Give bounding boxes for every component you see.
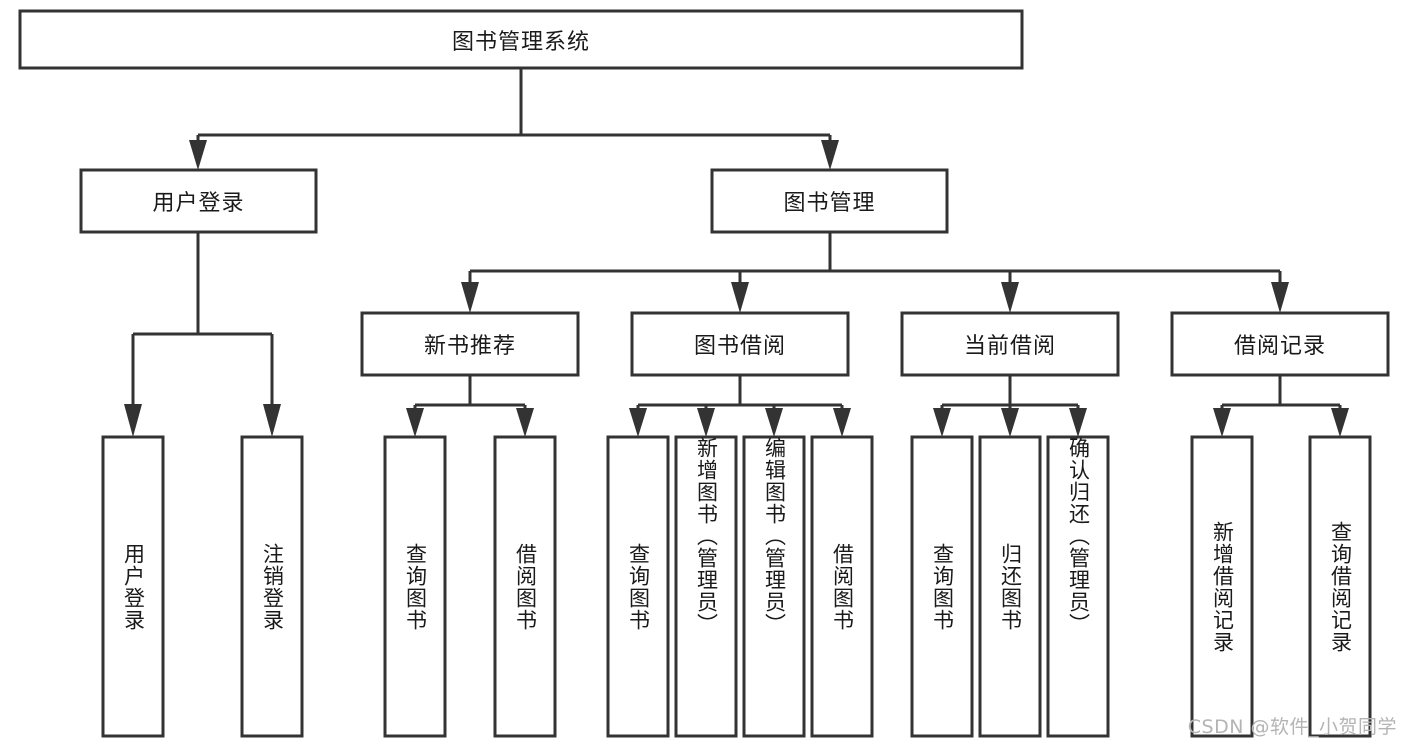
arrow-to-leaf-edit-book: [765, 408, 783, 437]
node-box-user-login[interactable]: [79, 168, 318, 234]
arrow-to-leaf-add-record: [1213, 408, 1231, 437]
arrow-to-leaf-add-book: [697, 408, 715, 437]
arrow-to-new-book-recommend: [461, 282, 479, 313]
arrow-to-user-login: [189, 140, 207, 170]
node-box-leaf-user-login[interactable]: [101, 435, 165, 738]
node-box-leaf-query-record[interactable]: [1308, 435, 1372, 738]
arrow-to-leaf-borrow-book-1: [516, 408, 534, 437]
arrow-to-borrow-record: [1271, 282, 1289, 313]
node-box-leaf-add-record[interactable]: [1190, 435, 1254, 738]
arrow-to-leaf-query-book-1: [406, 408, 424, 437]
arrow-to-leaf-user-login: [124, 404, 142, 437]
arrow-to-book-manage: [821, 140, 839, 170]
connector-group-user-login: [124, 232, 281, 437]
arrow-to-leaf-user-logout: [263, 404, 281, 437]
connector-group-book-borrow: [629, 375, 851, 437]
arrow-to-current-borrow: [1001, 282, 1019, 313]
connector-group-new-book-recommend: [406, 375, 534, 437]
node-box-leaf-user-logout[interactable]: [240, 435, 304, 738]
node-box-book-manage[interactable]: [710, 168, 949, 234]
arrow-to-leaf-return-book: [1001, 408, 1019, 437]
node-box-borrow-record[interactable]: [1170, 311, 1390, 377]
arrow-to-leaf-confirm-return: [1069, 408, 1087, 437]
arrow-to-leaf-query-book-2: [629, 408, 647, 437]
node-box-leaf-return-book[interactable]: [978, 435, 1042, 738]
node-box-leaf-query-book-3[interactable]: [910, 435, 974, 738]
node-box-leaf-query-book-1[interactable]: [383, 435, 447, 738]
arrow-to-leaf-borrow-book-2: [833, 408, 851, 437]
node-box-leaf-edit-book[interactable]: [742, 435, 806, 738]
node-box-leaf-borrow-book-1[interactable]: [493, 435, 557, 738]
connector-group-current-borrow: [933, 375, 1087, 437]
connector-group-borrow-record: [1213, 375, 1349, 437]
node-box-book-borrow[interactable]: [630, 311, 850, 377]
node-box-current-borrow[interactable]: [900, 311, 1120, 377]
connector-group-root: [189, 68, 839, 170]
arrow-to-leaf-query-record: [1331, 408, 1349, 437]
arrow-to-book-borrow: [731, 282, 749, 313]
node-box-root[interactable]: [18, 9, 1024, 70]
csdn-watermark: CSDN @软件_小贺同学: [1187, 716, 1397, 738]
node-box-leaf-add-book[interactable]: [674, 435, 738, 738]
node-box-leaf-confirm-return[interactable]: [1046, 435, 1110, 738]
node-box-leaf-borrow-book-2[interactable]: [810, 435, 874, 738]
connector-group-book-manage: [461, 232, 1289, 313]
node-box-leaf-query-book-2[interactable]: [606, 435, 670, 738]
node-box-new-book-recommend[interactable]: [360, 311, 580, 377]
arrow-to-leaf-query-book-3: [933, 408, 951, 437]
